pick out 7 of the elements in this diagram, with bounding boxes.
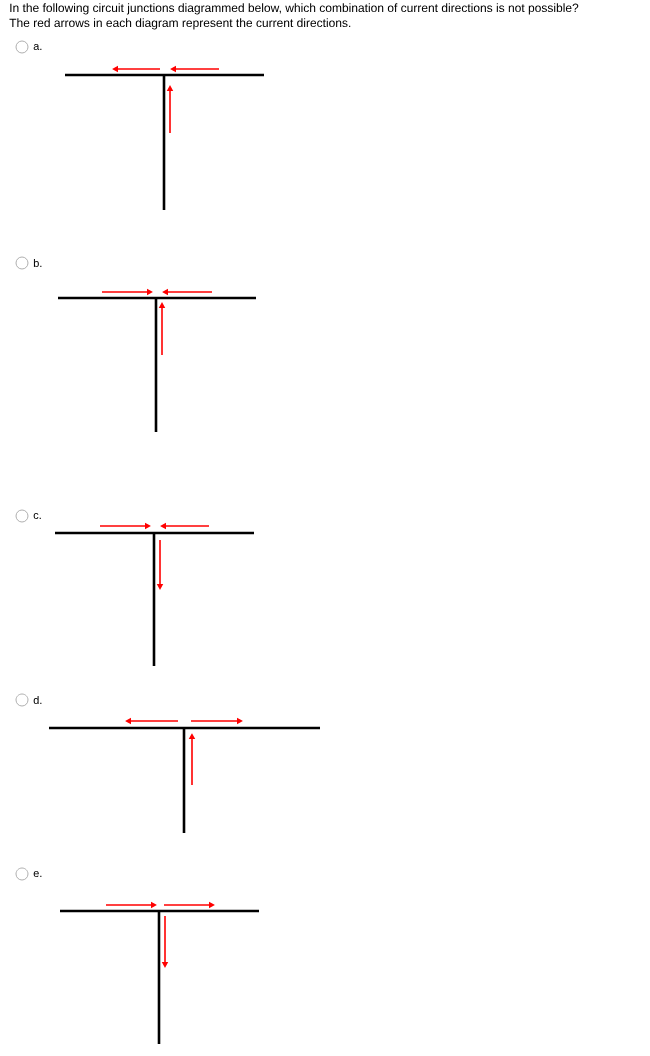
option-label: d. [33, 695, 42, 705]
option-label: a. [33, 44, 42, 50]
question-text: The red arrows in each diagram represent the current directions. [9, 18, 351, 30]
option-label: b. [33, 258, 42, 268]
option-label: e. [33, 871, 42, 878]
option-label: c. [33, 513, 41, 519]
question-text: In the following circuit junctions diagrammed below, which combination of current directions is not possible? [10, 3, 579, 15]
